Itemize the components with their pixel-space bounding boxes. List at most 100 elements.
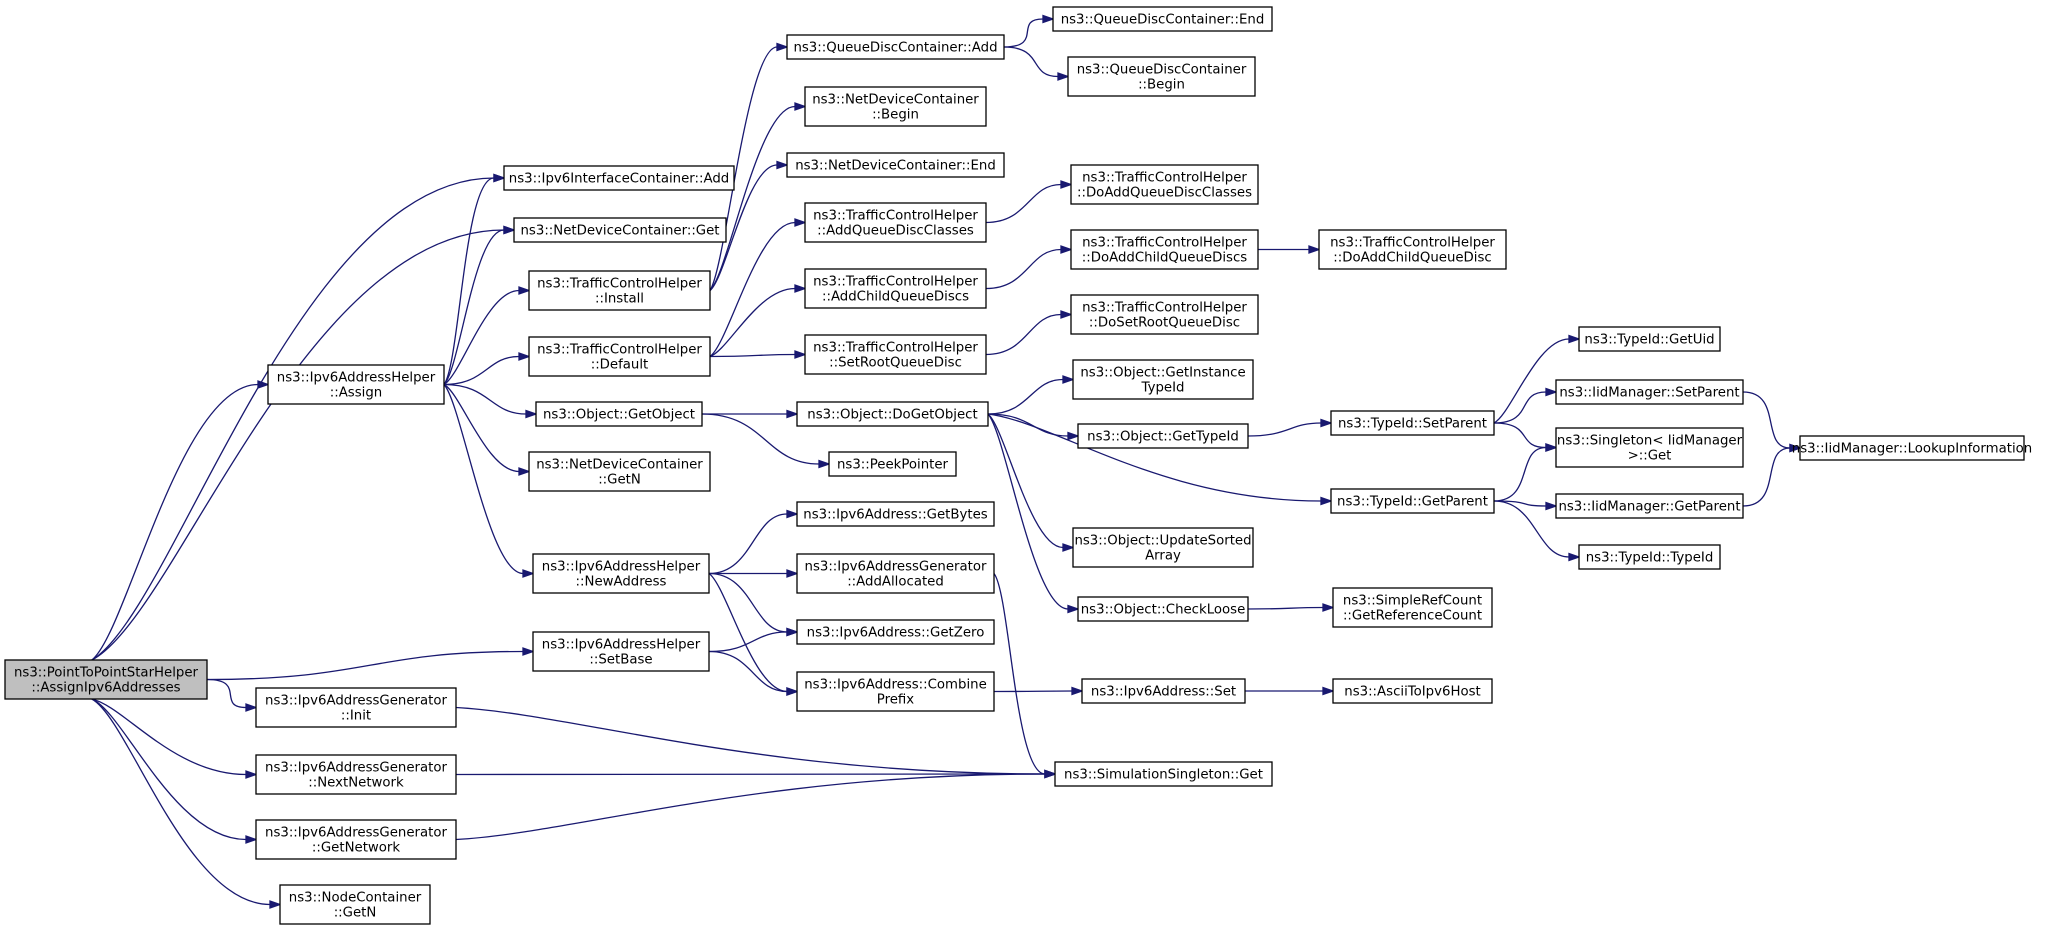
edge-ipv6ah-newaddress-to-ipv6a-combineprefix <box>708 572 799 696</box>
node-box <box>796 401 989 427</box>
edge-arrowhead <box>245 703 258 712</box>
node-tch-setrqd[interactable]: ns3::TrafficControlHelper::SetRootQueueD… <box>804 334 987 375</box>
node-label: ns3::QueueDiscContainer::End <box>1061 13 1265 28</box>
node-label: ns3::TrafficControlHelper <box>813 275 978 290</box>
node-ipv6ag-init[interactable]: ns3::Ipv6AddressGenerator::Init <box>255 687 457 728</box>
node-iidm-getparent[interactable]: ns3::IidManager::GetParent <box>1555 493 1744 519</box>
node-label: ns3::Object::CheckLoose <box>1081 603 1246 618</box>
edge-line <box>443 384 524 575</box>
edge-arrowhead <box>786 627 799 637</box>
node-label: ns3::Ipv6Address::Combine <box>804 678 987 693</box>
node-ipv6ah-setbase[interactable]: ns3::Ipv6AddressHelper::SetBase <box>532 631 710 672</box>
node-ipv6a-set[interactable]: ns3::Ipv6Address::Set <box>1081 678 1246 704</box>
node-box <box>1072 359 1254 400</box>
edge-ipv6a-set-to-asciitoipv6host <box>1245 686 1335 696</box>
node-ndc-get[interactable]: ns3::NetDeviceContainer::Get <box>513 217 727 243</box>
node-label: TypeId <box>1141 381 1185 396</box>
node-tch-dosetrqd[interactable]: ns3::TrafficControlHelper::DoSetRootQueu… <box>1070 294 1259 335</box>
node-iidm-setparent[interactable]: ns3::IidManager::SetParent <box>1555 379 1744 405</box>
node-root[interactable]: ns3::PointToPointStarHelper::AssignIpv6A… <box>4 659 208 700</box>
node-ndc-begin[interactable]: ns3::NetDeviceContainer::Begin <box>804 86 987 127</box>
edge-root-to-ipv6ah-assign <box>91 380 270 661</box>
node-ipv6a-getbytes[interactable]: ns3::Ipv6Address::GetBytes <box>796 501 995 527</box>
node-peekpointer[interactable]: ns3::PeekPointer <box>828 451 957 477</box>
node-tch-doaddqdc[interactable]: ns3::TrafficControlHelper::DoAddQueueDis… <box>1070 164 1259 205</box>
node-ndc-getn[interactable]: ns3::NetDeviceContainer::GetN <box>528 451 711 492</box>
node-ipv6ag-getnetwork[interactable]: ns3::Ipv6AddressGenerator::GetNetwork <box>255 819 457 860</box>
node-box <box>804 86 987 127</box>
edge-arrowhead <box>794 102 807 111</box>
node-qdc-end[interactable]: ns3::QueueDiscContainer::End <box>1052 6 1273 32</box>
node-ipv6ah-assign[interactable]: ns3::Ipv6AddressHelper::Assign <box>267 364 445 405</box>
node-label: ns3::NodeContainer <box>289 891 422 906</box>
node-typeid-getuid[interactable]: ns3::TypeId::GetUid <box>1578 326 1721 352</box>
node-typeid-getparent[interactable]: ns3::TypeId::GetParent <box>1330 488 1495 514</box>
node-iidm-lookupinfo[interactable]: ns3::IidManager::LookupInformation <box>1792 435 2032 461</box>
node-simsingleton-get[interactable]: ns3::SimulationSingleton::Get <box>1054 761 1273 787</box>
node-label: ns3::Ipv6AddressGenerator <box>265 694 447 709</box>
node-label: ns3::NetDeviceContainer <box>536 458 703 473</box>
node-obj-getobject[interactable]: ns3::Object::GetObject <box>535 401 703 427</box>
edge-line <box>1493 422 1547 449</box>
edge-arrowhead <box>1060 310 1073 319</box>
node-ipv6ag-nextnetwork[interactable]: ns3::Ipv6AddressGenerator::NextNetwork <box>255 754 457 795</box>
edge-line <box>455 706 1046 775</box>
node-label: ns3::TrafficControlHelper <box>537 277 702 292</box>
node-typeid-setparent[interactable]: ns3::TypeId::SetParent <box>1330 410 1495 436</box>
edge-arrowhead <box>1067 604 1080 614</box>
node-tch-addqdc[interactable]: ns3::TrafficControlHelper::AddQueueDiscC… <box>804 202 987 243</box>
edge-ipv6ah-assign-to-obj-getobject <box>443 383 538 419</box>
edge-line <box>455 773 1046 776</box>
node-ipv6a-getzero[interactable]: ns3::Ipv6Address::GetZero <box>796 619 995 645</box>
node-obj-checkloose[interactable]: ns3::Object::CheckLoose <box>1077 596 1249 622</box>
node-label: ::AddAllocated <box>847 575 944 590</box>
node-label: ::Default <box>591 358 649 373</box>
edge-ipv6ag-nextnetwork-to-simsingleton-get <box>455 769 1057 779</box>
edge-tch-install-to-ndc-end <box>709 160 789 292</box>
node-box <box>1330 410 1495 436</box>
node-tch-default[interactable]: ns3::TrafficControlHelper::Default <box>528 336 711 377</box>
node-ipv6ah-newaddress[interactable]: ns3::Ipv6AddressHelper::NewAddress <box>532 553 710 594</box>
node-box <box>255 687 457 728</box>
edge-obj-checkloose-to-src-getrefcount <box>1247 603 1335 612</box>
node-box <box>804 334 987 375</box>
node-qdc-begin[interactable]: ns3::QueueDiscContainer::Begin <box>1067 56 1256 97</box>
edge-arrowhead <box>1322 686 1335 696</box>
edge-root-to-ipv6ag-nextnetwork <box>91 698 258 779</box>
edge-obj-dogetobject-to-typeid-getparent <box>987 413 1333 506</box>
edge-typeid-getparent-to-iidm-getparent <box>1493 500 1558 511</box>
node-singleton-get[interactable]: ns3::Singleton< IidManager>::Get <box>1555 427 1744 468</box>
node-qdc-add[interactable]: ns3::QueueDiscContainer::Add <box>786 34 1005 60</box>
node-label: ns3::TrafficControlHelper <box>813 209 978 224</box>
node-nc-getn[interactable]: ns3::NodeContainer::GetN <box>279 884 431 925</box>
edge-line <box>709 164 778 292</box>
node-label: ::GetN <box>598 473 641 488</box>
node-tch-doaddcqds[interactable]: ns3::TrafficControlHelper::DoAddChildQue… <box>1070 229 1259 270</box>
node-label: ns3::TypeId::SetParent <box>1338 417 1487 432</box>
edge-tch-default-to-tch-setrqd <box>709 350 807 359</box>
edge-arrowhead <box>503 225 516 235</box>
node-tch-doaddcqd[interactable]: ns3::TrafficControlHelper::DoAddChildQue… <box>1318 229 1507 270</box>
edge-line <box>91 698 271 906</box>
node-ndc-end[interactable]: ns3::NetDeviceContainer::End <box>786 152 1005 178</box>
node-obj-dogetobject[interactable]: ns3::Object::DoGetObject <box>796 401 989 427</box>
edge-arrowhead <box>1545 387 1558 397</box>
node-asciitoipv6host[interactable]: ns3::AsciiToIpv6Host <box>1332 678 1493 704</box>
node-ipv6ag-addallocated[interactable]: ns3::Ipv6AddressGenerator::AddAllocated <box>796 553 995 594</box>
node-tch-install[interactable]: ns3::TrafficControlHelper::Install <box>528 270 711 311</box>
edge-line <box>708 631 788 653</box>
edge-arrowhead <box>1057 72 1070 81</box>
edge-line <box>985 183 1062 224</box>
node-tch-addcqd[interactable]: ns3::TrafficControlHelper::AddChildQueue… <box>804 268 987 309</box>
edge-ipv6ah-assign-to-tch-install <box>443 286 531 386</box>
node-ipv6ic-add[interactable]: ns3::Ipv6InterfaceContainer::Add <box>503 165 735 191</box>
node-label: ns3::TypeId::GetParent <box>1337 495 1488 510</box>
node-typeid-typeid[interactable]: ns3::TypeId::TypeId <box>1578 544 1721 570</box>
node-obj-gettypeid[interactable]: ns3::Object::GetTypeId <box>1077 423 1249 449</box>
node-src-getrefcount[interactable]: ns3::SimpleRefCount::GetReferenceCount <box>1332 587 1493 628</box>
node-label: ns3::IidManager::GetParent <box>1558 500 1740 515</box>
edge-line <box>1493 500 1547 507</box>
